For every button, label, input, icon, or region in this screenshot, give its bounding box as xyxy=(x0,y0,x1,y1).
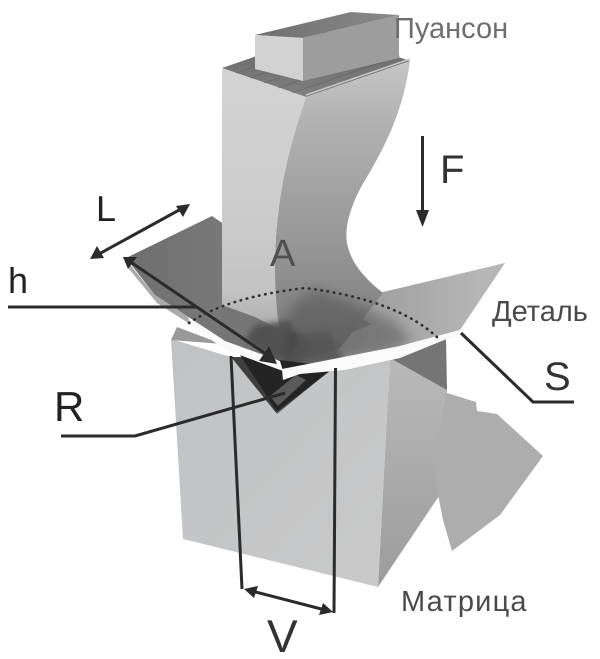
svg-text:Пуансон: Пуансон xyxy=(394,13,508,45)
svg-text:Деталь: Деталь xyxy=(492,296,588,328)
svg-text:S: S xyxy=(544,355,571,399)
svg-text:V: V xyxy=(267,610,298,659)
svg-text:F: F xyxy=(440,148,464,192)
svg-text:L: L xyxy=(96,188,116,229)
svg-text:R: R xyxy=(54,383,84,430)
svg-text:A: A xyxy=(270,233,296,275)
svg-text:Матрица: Матрица xyxy=(401,586,528,618)
svg-text:h: h xyxy=(8,260,28,301)
